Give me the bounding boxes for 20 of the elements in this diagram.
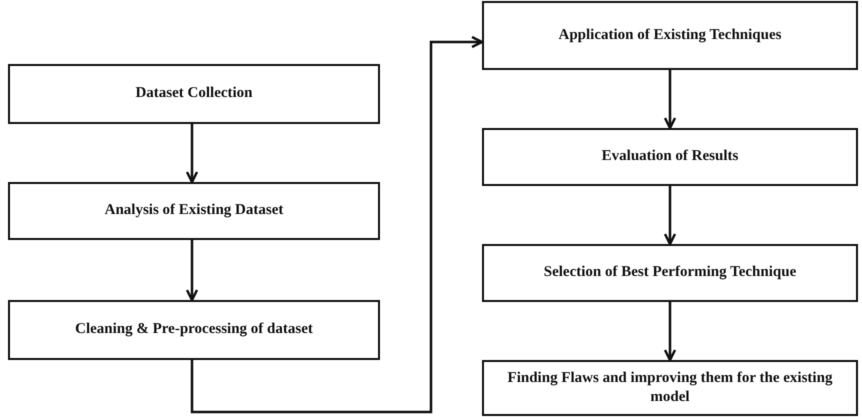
process-box: [482, 244, 858, 302]
arrow: [186, 240, 198, 302]
step-label: Finding Flaws and improving them for the existing model: [506, 368, 834, 407]
process-box: [8, 64, 380, 124]
step-label: Application of Existing Techniques: [558, 26, 782, 45]
arrow: [190, 36, 484, 414]
arrow: [664, 302, 676, 362]
process-box: [8, 182, 380, 240]
step-label: Selection of Best Performing Technique: [544, 263, 796, 282]
step-label: Cleaning & Pre-processing of dataset: [75, 320, 313, 340]
arrow: [664, 186, 676, 246]
process-box: [482, 360, 858, 416]
process-box: [482, 128, 858, 186]
step-label: Dataset Collection: [135, 84, 253, 104]
arrow: [664, 70, 676, 130]
step-label: Analysis of Existing Dataset: [104, 201, 284, 220]
process-box: [482, 1, 858, 70]
step-label: Evaluation of Results: [602, 147, 738, 166]
process-box: [8, 300, 380, 360]
arrow: [186, 124, 198, 184]
